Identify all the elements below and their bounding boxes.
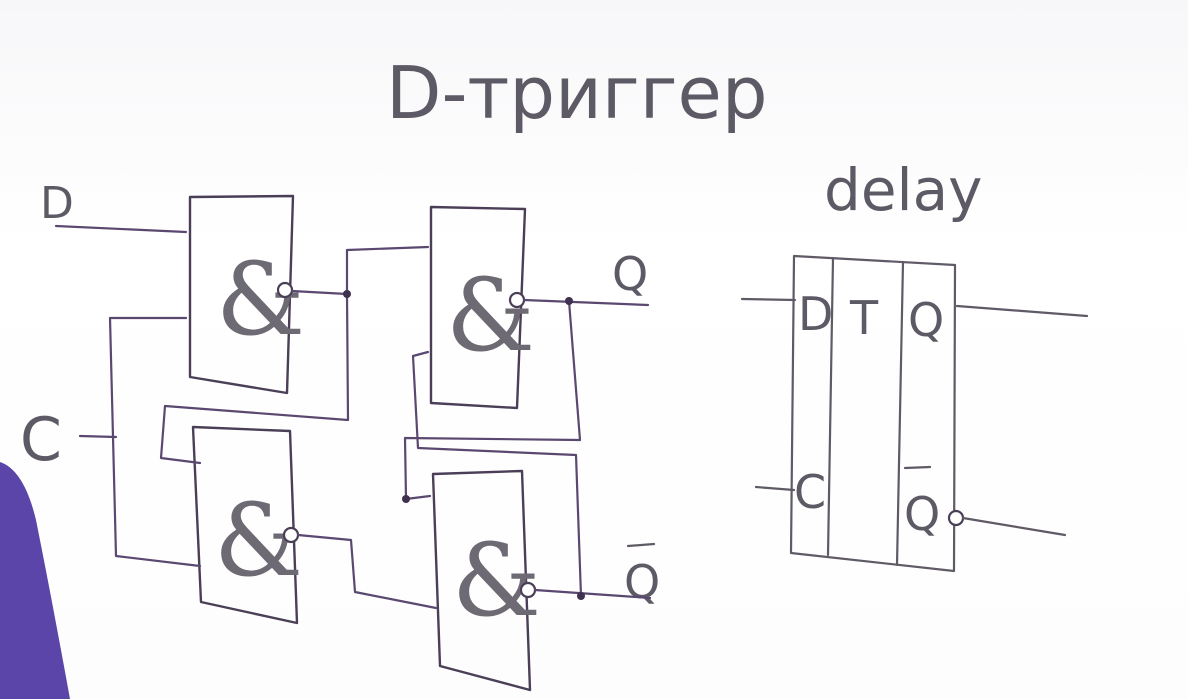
wire-q-feedback	[403, 299, 582, 501]
junction-dot	[577, 592, 585, 600]
block-q-bar-output	[961, 516, 1067, 537]
output-q-bar-label: Q	[624, 555, 660, 609]
junction-dot	[565, 297, 573, 305]
and-gate-2: &	[429, 205, 535, 410]
wire-qbar-output	[533, 588, 652, 600]
presenter-sleeve	[0, 462, 70, 699]
block-t-label: T	[849, 291, 879, 345]
gate-1-output-bubble	[276, 281, 294, 299]
d-trigger-block: D T Q C Q	[740, 254, 1089, 573]
wire-g1-to-g3	[159, 292, 350, 465]
wire-g1-to-g2	[345, 245, 430, 296]
block-c-input	[754, 485, 796, 492]
wire-feedback-to-g4	[404, 494, 432, 501]
wire-d-input	[54, 224, 188, 234]
and-gate-4: &	[431, 469, 541, 692]
block-q-bar-overline	[903, 465, 932, 470]
block-c-label: C	[794, 465, 826, 519]
block-q-bar-label: Q	[904, 487, 940, 541]
block-d-label: D	[798, 287, 833, 341]
output-q-bar-overline	[626, 542, 656, 548]
wire-g1-out	[290, 289, 349, 296]
wire-c-input	[78, 434, 118, 439]
and-gate-3: &	[191, 425, 303, 625]
diagram-subtitle: delay	[824, 156, 982, 224]
wire-qbar-feedback	[411, 350, 583, 598]
junction-dot	[402, 495, 410, 503]
diagram-title: D-триггер	[386, 51, 768, 135]
gate-1-symbol: &	[216, 241, 305, 358]
block-q-output	[955, 304, 1089, 318]
block-d-input	[740, 297, 797, 302]
output-q-label: Q	[612, 247, 648, 301]
gate-4-output-bubble	[519, 581, 537, 599]
gate-2-symbol: &	[446, 257, 535, 374]
block-q-label: Q	[908, 293, 944, 347]
wires	[54, 224, 652, 610]
wire-g3-out	[296, 533, 438, 610]
input-c-label: C	[20, 405, 62, 475]
and-gate-1: &	[188, 194, 305, 395]
block-q-bar-bubble	[947, 509, 965, 527]
input-d-label: D	[40, 178, 74, 229]
gate-4-symbol: &	[452, 522, 541, 639]
wire-q-output	[522, 298, 650, 307]
gate-3-output-bubble	[282, 526, 300, 544]
wire-c-bus	[108, 316, 202, 568]
junction-dot	[343, 290, 351, 298]
gate-2-output-bubble	[508, 291, 526, 309]
